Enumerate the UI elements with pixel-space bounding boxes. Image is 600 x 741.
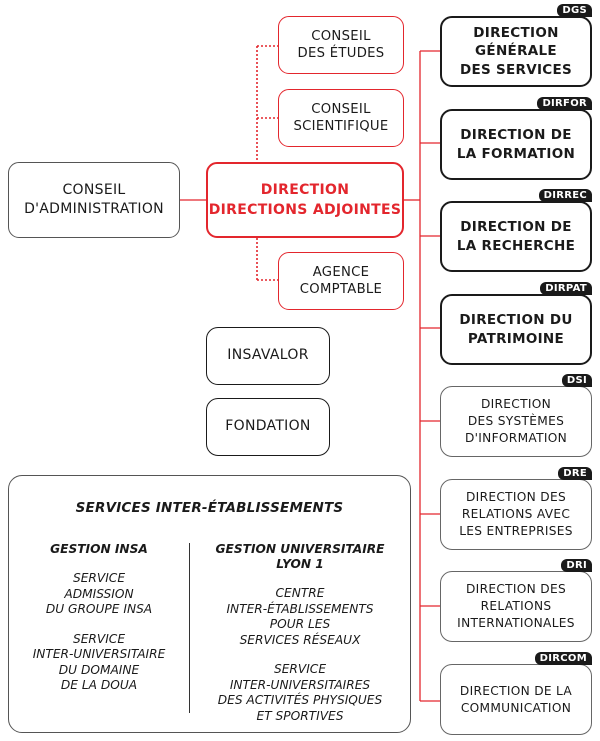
- gestion-lyon1-column: GESTION UNIVERSITAIRE LYON 1 CENTRE INTE…: [193, 542, 407, 724]
- services-column-divider: [189, 543, 191, 713]
- direction-dgs-label: DIRECTION GÉNÉRALE DES SERVICES: [459, 24, 573, 78]
- fondation-box: FONDATION: [206, 398, 330, 456]
- fondation-label: FONDATION: [225, 418, 311, 435]
- direction-dirpat-label: DIRECTION DU PATRIMOINE: [459, 312, 573, 347]
- conseil-scientifique-label: CONSEIL SCIENTIFIQUE: [293, 101, 389, 135]
- insavalor-box: INSAVALOR: [206, 327, 330, 385]
- centre-services-reseaux-item: CENTRE INTER-ÉTABLISSEMENTS POUR LES SER…: [226, 586, 374, 647]
- direction-dri-tag: DRI: [561, 559, 592, 572]
- direction-dre-box: DIRECTION DES RELATIONS AVEC LES ENTREPR…: [440, 479, 592, 550]
- direction-dgs-tag: DGS: [557, 4, 592, 17]
- direction-dirfor-tag: DIRFOR: [537, 97, 592, 110]
- direction-dirrec-label: DIRECTION DE LA RECHERCHE: [456, 219, 576, 254]
- service-admission-item: SERVICE ADMISSION DU GROUPE INSA: [45, 571, 153, 616]
- direction-dgs-box: DIRECTION GÉNÉRALE DES SERVICES: [440, 16, 592, 87]
- board-label: CONSEIL D'ADMINISTRATION: [24, 182, 164, 217]
- services-inter-etablissements-box: SERVICES INTER-ÉTABLISSEMENTS GESTION IN…: [8, 475, 411, 733]
- service-domaine-doua-item: SERVICE INTER-UNIVERSITAIRE DU DOMAINE D…: [32, 631, 166, 693]
- direction-label: DIRECTION DIRECTIONS ADJOINTES: [208, 182, 402, 218]
- gestion-insa-column: GESTION INSA SERVICE ADMISSION DU GROUPE…: [13, 542, 185, 694]
- gestion-insa-heading: GESTION INSA: [50, 542, 148, 556]
- insavalor-label: INSAVALOR: [227, 347, 309, 364]
- direction-dsi-label: DIRECTION DES SYSTÈMES D'INFORMATION: [464, 397, 568, 445]
- direction-dirrec-box: DIRECTION DE LA RECHERCHE: [440, 201, 592, 272]
- direction-dirrec-tag: DIRREC: [538, 189, 592, 202]
- direction-dsi-box: DIRECTION DES SYSTÈMES D'INFORMATION: [440, 386, 592, 457]
- conseil-etudes-box: CONSEIL DES ÉTUDES: [278, 16, 404, 74]
- direction-dircom-box: DIRECTION DE LA COMMUNICATION: [440, 664, 592, 735]
- direction-dri-label: DIRECTION DES RELATIONS INTERNATIONALES: [457, 582, 575, 630]
- direction-box: DIRECTION DIRECTIONS ADJOINTES: [206, 162, 404, 238]
- direction-dircom-label: DIRECTION DE LA COMMUNICATION: [459, 683, 573, 715]
- direction-dre-tag: DRE: [558, 467, 592, 480]
- direction-dircom-tag: DIRCOM: [534, 652, 592, 665]
- direction-dirpat-box: DIRECTION DU PATRIMOINE: [440, 294, 592, 365]
- direction-dri-box: DIRECTION DES RELATIONS INTERNATIONALES: [440, 571, 592, 642]
- board-box: CONSEIL D'ADMINISTRATION: [8, 162, 180, 238]
- services-title: SERVICES INTER-ÉTABLISSEMENTS: [75, 500, 344, 516]
- gestion-lyon1-heading: GESTION UNIVERSITAIRE LYON 1: [215, 542, 385, 571]
- conseil-etudes-label: CONSEIL DES ÉTUDES: [297, 28, 385, 62]
- direction-dsi-tag: DSI: [561, 374, 592, 387]
- conseil-scientifique-box: CONSEIL SCIENTIFIQUE: [278, 89, 404, 147]
- service-activites-sportives-item: SERVICE INTER-UNIVERSITAIRES DES ACTIVIT…: [217, 662, 383, 723]
- agence-comptable-label: AGENCE COMPTABLE: [299, 264, 383, 298]
- agence-comptable-box: AGENCE COMPTABLE: [278, 252, 404, 310]
- direction-dirfor-label: DIRECTION DE LA FORMATION: [456, 127, 576, 162]
- direction-dre-label: DIRECTION DES RELATIONS AVEC LES ENTREPR…: [459, 490, 573, 538]
- direction-dirpat-tag: DIRPAT: [540, 282, 592, 295]
- direction-dirfor-box: DIRECTION DE LA FORMATION: [440, 109, 592, 180]
